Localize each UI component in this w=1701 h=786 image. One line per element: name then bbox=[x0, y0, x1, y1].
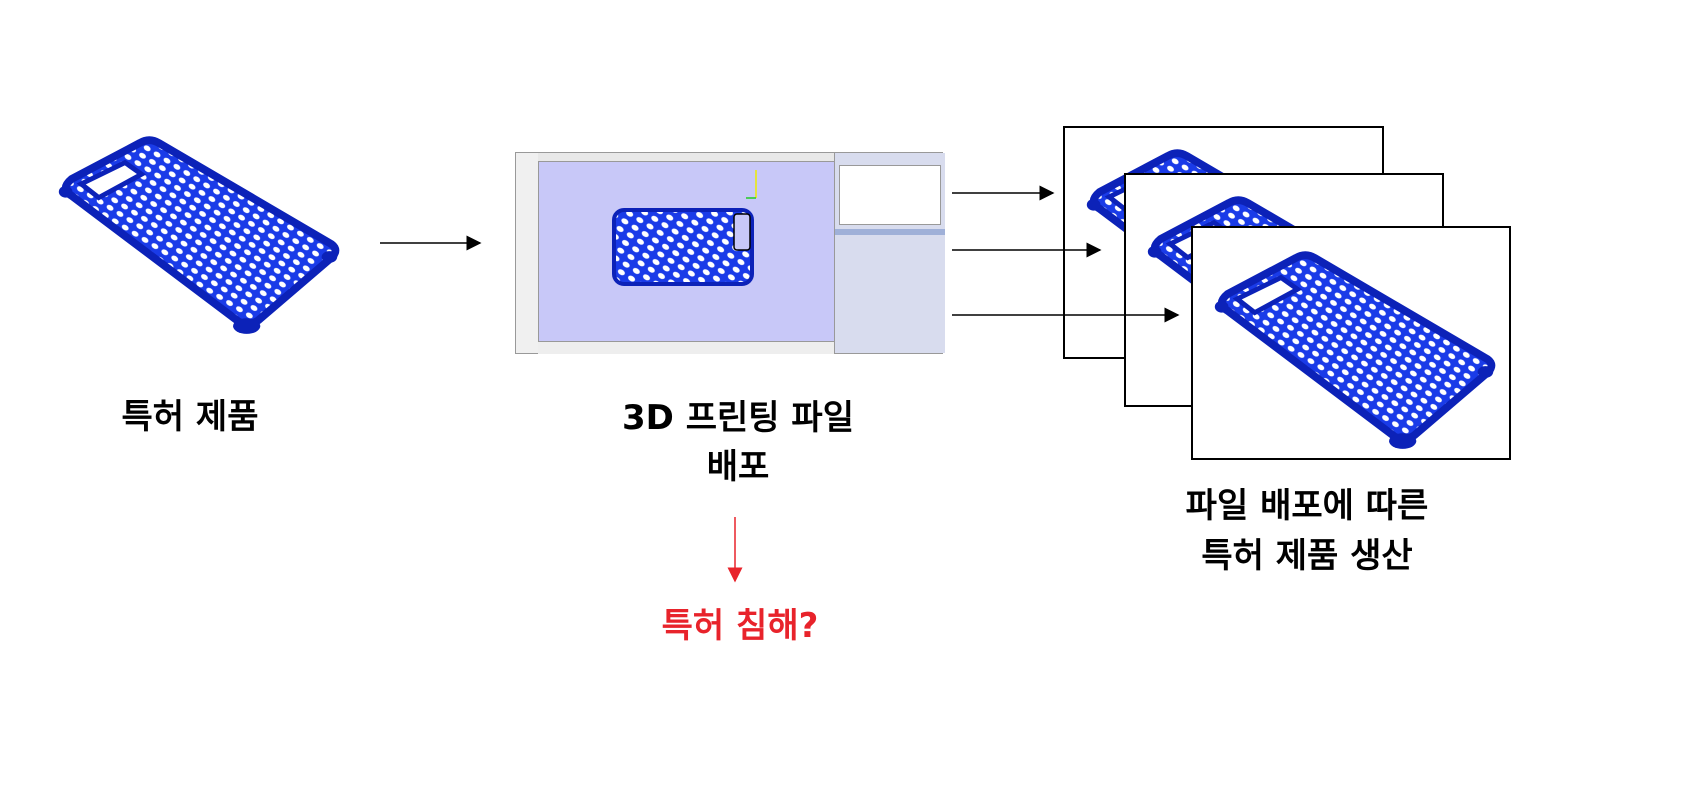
tab-strip bbox=[538, 153, 836, 162]
scrollbar bbox=[538, 341, 834, 354]
3d-printing-software-screenshot bbox=[515, 152, 945, 354]
axis-gizmo bbox=[746, 170, 757, 199]
production-label-line1: 파일 배포에 따른 bbox=[1185, 486, 1429, 526]
toolbar bbox=[516, 153, 539, 353]
production-label-line2: 특허 제품 생산 bbox=[1201, 536, 1413, 576]
file-distribution-label-line1: 3D 프린팅 파일 bbox=[622, 398, 854, 438]
file-distribution-label-line2: 배포 bbox=[706, 447, 770, 487]
infringement-label: 특허 침해? bbox=[661, 606, 819, 646]
side-panel bbox=[834, 153, 945, 353]
case-top-view bbox=[612, 208, 754, 286]
patent-product-label: 특허 제품 bbox=[121, 397, 259, 437]
produced-product-frame-3 bbox=[1191, 226, 1511, 460]
